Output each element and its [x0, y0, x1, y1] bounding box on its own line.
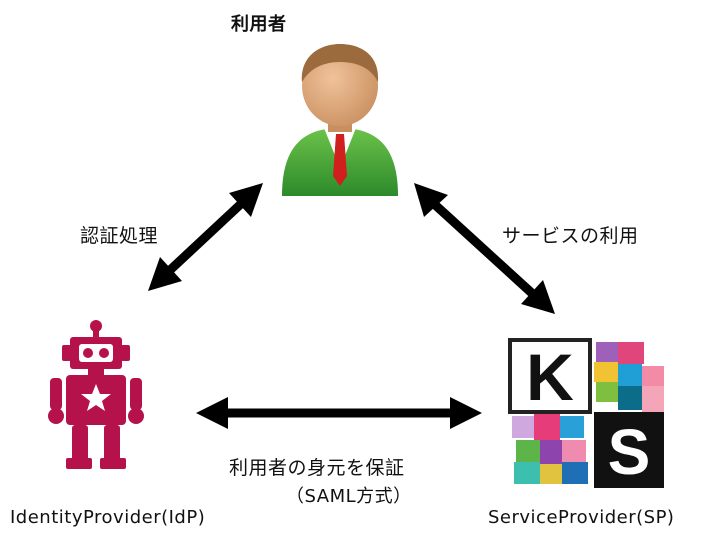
arrow-user-idp	[148, 183, 263, 291]
edge-label-auth: 認証処理	[80, 225, 159, 247]
logo-letter-k: K	[526, 340, 574, 414]
arrow-user-sp	[414, 183, 555, 314]
idp-label: IdentityProvider(IdP)	[10, 507, 206, 528]
sp-label: ServiceProvider(SP)	[488, 507, 675, 528]
user-label: 利用者	[231, 14, 287, 35]
star-icon	[81, 384, 111, 411]
arrow-idp-sp	[196, 397, 482, 429]
robot-face	[79, 344, 113, 411]
ks-logo-icon	[502, 338, 664, 490]
edge-label-saml: （SAML方式）	[286, 486, 412, 507]
edge-label-identity-assurance: 利用者の身元を保証	[229, 457, 405, 479]
person-icon	[282, 44, 398, 196]
logo-letter-s: S	[608, 416, 651, 488]
edge-label-service: サービスの利用	[502, 225, 639, 247]
